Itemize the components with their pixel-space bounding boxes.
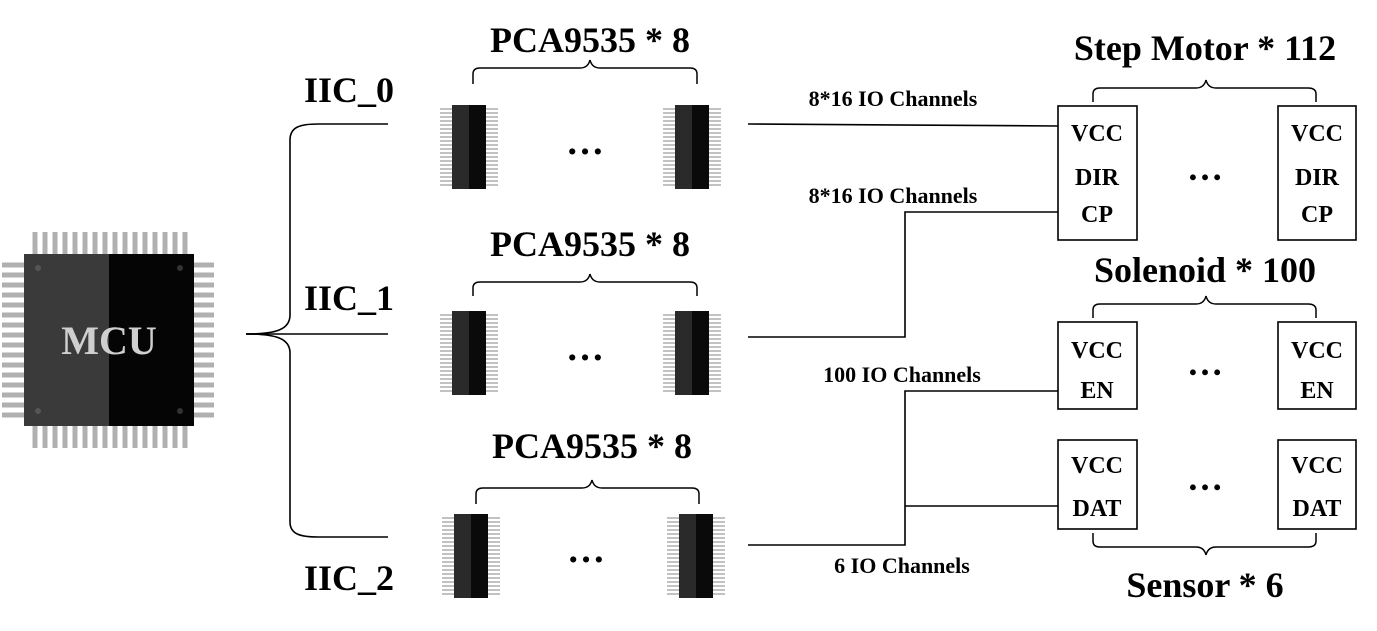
pin-label: DIR [1075, 165, 1120, 191]
pca9535-chip [662, 310, 722, 396]
solenoid-box [1057, 321, 1138, 410]
bus-label-iic2: IIC_2 [304, 558, 394, 598]
solenoid-title: Solenoid * 100 [1094, 250, 1316, 290]
pin-label: VCC [1291, 121, 1343, 147]
pin-label: CP [1081, 202, 1113, 228]
channel-label-top: 8*16 IO Channels [809, 86, 978, 111]
pca-group-0: PCA9535 * 8 … [439, 20, 722, 190]
solenoid-box [1277, 321, 1357, 410]
mcu-chip: MCU [2, 232, 214, 448]
step-motor-title: Step Motor * 112 [1074, 28, 1336, 68]
pca9535-chip [666, 513, 726, 599]
step-motor-box [1277, 105, 1357, 241]
channel-label-second: 8*16 IO Channels [809, 183, 978, 208]
pin-label: EN [1080, 378, 1114, 404]
pca9535-chip [439, 310, 499, 396]
pin-label: VCC [1071, 121, 1123, 147]
pin-label: VCC [1071, 453, 1123, 479]
ellipsis: … [1187, 148, 1223, 188]
pin-label: VCC [1291, 338, 1343, 364]
pca-group-1: PCA9535 * 8 … [439, 224, 722, 396]
sensor-group: VCC DAT … VCC DAT Sensor * 6 [1057, 439, 1357, 605]
pin-label: CP [1301, 202, 1333, 228]
channel-label-bottom: 6 IO Channels [834, 553, 970, 578]
channel-label-third: 100 IO Channels [823, 362, 981, 387]
pca9535-chip [662, 104, 722, 190]
sensor-box [1057, 439, 1138, 530]
pca-group-label: PCA9535 * 8 [492, 426, 692, 466]
mcu-label: MCU [61, 318, 157, 363]
pca9535-chip [441, 513, 501, 599]
solenoid-group: Solenoid * 100 VCC EN … VCC EN [1057, 250, 1357, 410]
step-motor-group: Step Motor * 112 VCC DIR CP … VCC DIR CP [1057, 28, 1357, 241]
step-motor-box [1057, 105, 1138, 241]
pin-label: DAT [1073, 496, 1122, 522]
bus-label-iic1: IIC_1 [304, 278, 394, 318]
pca-group-2: PCA9535 * 8 … [441, 426, 726, 599]
pin-label: VCC [1071, 338, 1123, 364]
ellipsis: … [1187, 458, 1223, 498]
pca-group-label: PCA9535 * 8 [490, 20, 690, 60]
sensor-title: Sensor * 6 [1126, 565, 1283, 605]
pin-label: VCC [1291, 453, 1343, 479]
pin-label: DAT [1293, 496, 1342, 522]
pin-label: EN [1300, 378, 1334, 404]
pca9535-chip [439, 104, 499, 190]
bus-brace [245, 123, 388, 538]
pca-group-label: PCA9535 * 8 [490, 224, 690, 264]
bus-label-iic0: IIC_0 [304, 70, 394, 110]
sensor-box [1277, 439, 1357, 530]
ellipsis: … [567, 529, 605, 571]
pin-label: DIR [1295, 165, 1340, 191]
channel-wires [747, 123, 1059, 546]
ellipsis: … [1187, 343, 1223, 383]
ellipsis: … [566, 327, 604, 369]
ellipsis: … [566, 121, 604, 163]
